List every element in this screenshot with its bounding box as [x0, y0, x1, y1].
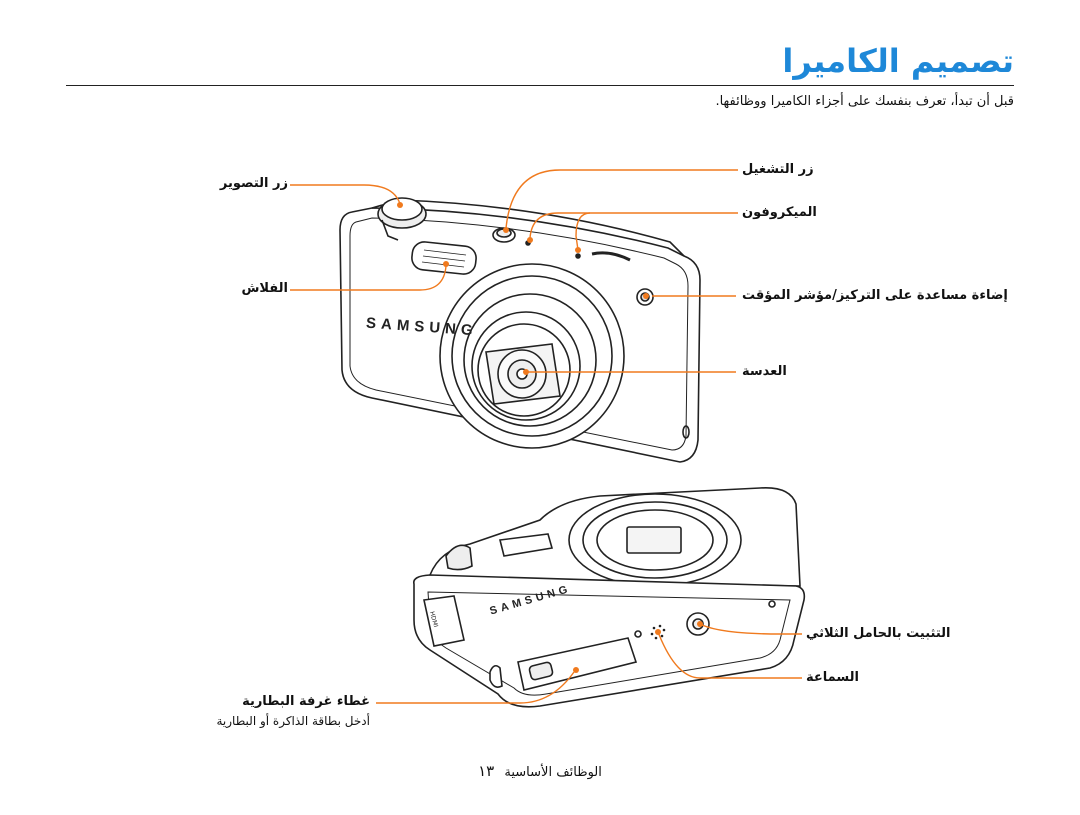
camera-front-image: [339, 197, 701, 463]
label-speaker: السماعة: [806, 670, 859, 685]
page-footer: الوظائف الأساسية ١٣: [0, 762, 1080, 780]
label-battery-cover: غطاء غرفة البطارية: [242, 694, 370, 709]
title-divider: [66, 85, 1014, 86]
label-af-lamp: إضاءة مساعدة على التركيز/مؤشر المؤقت: [742, 288, 1008, 303]
intro-text: قبل أن تبدأ، تعرف بنفسك على أجزاء الكامي…: [715, 94, 1014, 109]
label-lens: العدسة: [742, 364, 787, 379]
label-power-button: زر التشغيل: [742, 162, 814, 177]
bottom-callouts: [376, 623, 802, 704]
svg-text:HDMI: HDMI: [428, 611, 439, 629]
page-number: ١٣: [478, 762, 495, 780]
label-battery-cover-note: أدخل بطاقة الذاكرة أو البطارية: [216, 714, 370, 728]
front-callouts: [290, 169, 738, 373]
label-zoom-button: زر التصوير: [219, 176, 288, 191]
page-title: تصميم الكاميرا: [782, 42, 1014, 80]
label-tripod-mount: التثبيت بالحامل الثلاثي: [806, 626, 951, 641]
label-microphone: الميكروفون: [742, 205, 817, 220]
camera-bottom-image: HDMI: [413, 487, 806, 708]
footer-section: الوظائف الأساسية: [504, 765, 602, 780]
label-flash: الفلاش: [241, 281, 288, 296]
